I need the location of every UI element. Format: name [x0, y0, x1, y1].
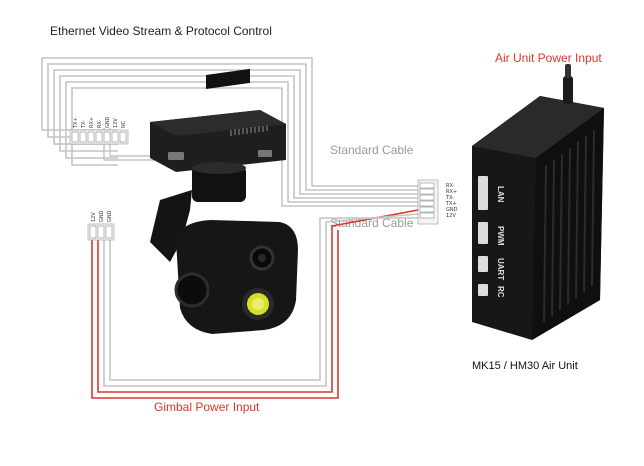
standard-cable-label-top: Standard Cable — [330, 143, 414, 157]
air-unit-device: LAN PWM UART RC — [472, 64, 604, 340]
svg-text:12V: 12V — [91, 212, 97, 222]
svg-text:GND: GND — [107, 210, 113, 222]
port-uart-label: UART — [496, 258, 505, 280]
power-pin-header: 12V GND GND — [87, 210, 115, 241]
ethernet-cable-bundle — [41, 57, 418, 207]
gimbal-camera — [150, 68, 298, 334]
svg-text:GND: GND — [446, 207, 458, 213]
air-unit-port-labels: LAN PWM UART RC — [496, 186, 505, 298]
svg-text:RX+: RX+ — [89, 117, 95, 128]
svg-text:GND: GND — [99, 210, 105, 222]
svg-text:GND: GND — [105, 116, 111, 128]
svg-text:12V: 12V — [113, 118, 119, 128]
port-rc-label: RC — [496, 286, 505, 298]
svg-text:NC: NC — [121, 120, 127, 128]
svg-text:RX-: RX- — [97, 119, 103, 128]
svg-text:TX-: TX- — [445, 195, 454, 201]
gimbal-power-cable — [91, 209, 419, 399]
svg-text:RX-: RX- — [446, 183, 455, 189]
air-unit-name: MK15 / HM30 Air Unit — [472, 360, 578, 372]
port-pwm-label: PWM — [496, 226, 505, 246]
camera-pin-header: TX+ TX- RX+ RX- GND 12V NC — [69, 116, 129, 145]
svg-text:TX+: TX+ — [73, 117, 79, 129]
diagram-title: Ethernet Video Stream & Protocol Control — [50, 24, 272, 38]
port-lan-label: LAN — [496, 186, 505, 203]
gimbal-power-label: Gimbal Power Input — [154, 400, 260, 414]
svg-text:12V: 12V — [446, 213, 456, 219]
svg-text:TX-: TX- — [81, 120, 87, 129]
svg-text:TX+: TX+ — [445, 201, 457, 207]
svg-text:RX+: RX+ — [446, 189, 457, 195]
air-unit-power-label: Air Unit Power Input — [495, 51, 602, 65]
